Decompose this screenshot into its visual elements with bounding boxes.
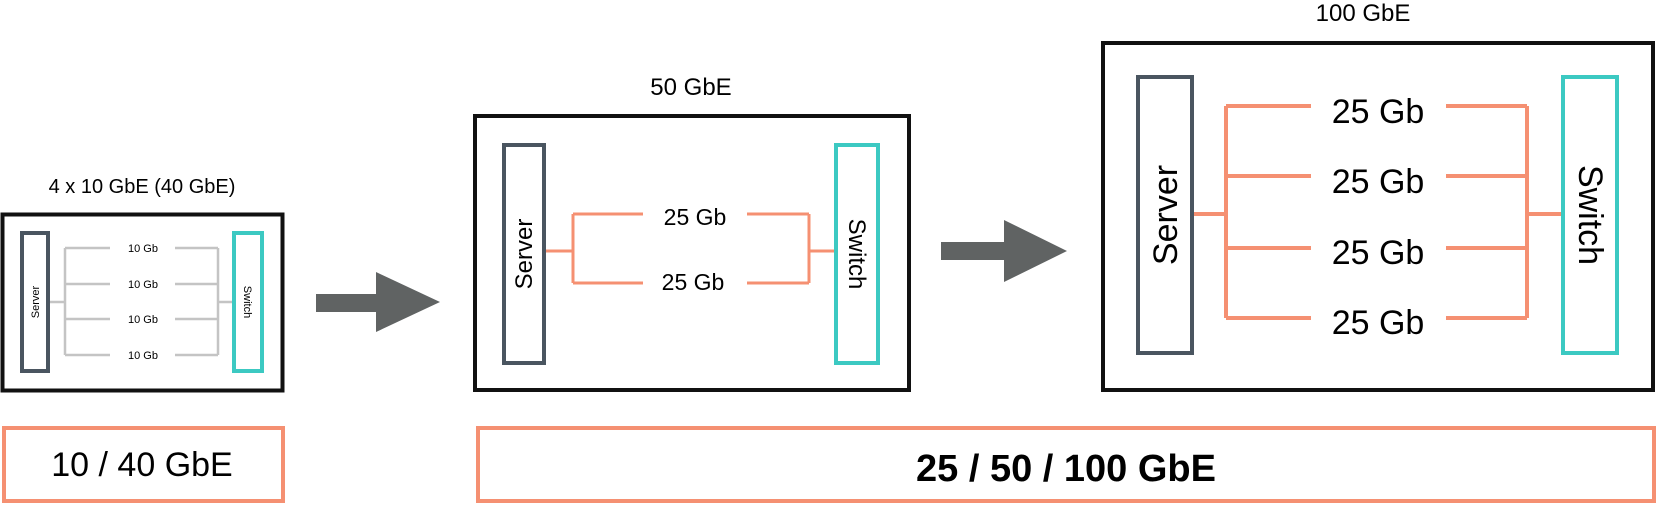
legacy-speed-label: 10 / 40 GbE	[2, 426, 285, 503]
right-arrow-icon	[316, 272, 440, 332]
switch-label: Switch	[241, 286, 253, 318]
link-label: 25 Gb	[1332, 234, 1425, 272]
switch-box	[834, 143, 880, 365]
legacy-speed-text: 10 / 40 GbE	[51, 446, 232, 484]
server-label: Server	[1147, 165, 1185, 265]
diagram-title: 50 GbE	[650, 74, 731, 101]
link-label: 25 Gb	[1332, 163, 1425, 201]
server-label: Server	[30, 285, 42, 318]
diagram-100gbe: 100 GbE 25 Gb 25 Gb 25 Gb 25 Gb Server S…	[1101, 0, 1655, 392]
diagram-frame	[0, 212, 285, 393]
link-label: 25 Gb	[1332, 304, 1425, 342]
label-box	[2, 426, 285, 503]
link-label: 25 Gb	[1332, 93, 1425, 131]
server-box	[20, 231, 50, 373]
modern-speed-text: 25 / 50 / 100 GbE	[916, 448, 1216, 490]
link-label: 10 Gb	[128, 243, 158, 255]
label-box	[476, 426, 1656, 503]
links-group	[1192, 104, 1563, 320]
modern-speed-label: 25 / 50 / 100 GbE	[476, 426, 1656, 503]
server-box	[1136, 75, 1194, 355]
diagram-title: 4 x 10 GbE (40 GbE)	[49, 176, 236, 198]
switch-box	[232, 231, 264, 373]
link-label: 25 Gb	[664, 204, 727, 230]
diagram-frame	[1101, 41, 1655, 392]
diagram-40gbe: 4 x 10 GbE (40 GbE) 10 Gb 10 Gb 10 Gb 10…	[0, 176, 285, 393]
right-arrow-icon	[941, 220, 1067, 282]
diagram-frame	[473, 114, 911, 392]
diagram-title: 100 GbE	[1316, 0, 1411, 27]
links-group	[544, 212, 836, 285]
switch-label: Switch	[843, 219, 870, 290]
link-label: 10 Gb	[128, 314, 158, 326]
switch-label: Switch	[1571, 165, 1609, 265]
link-label: 10 Gb	[128, 350, 158, 362]
link-label: 10 Gb	[128, 279, 158, 291]
switch-box	[1561, 75, 1619, 355]
links-group	[48, 246, 234, 357]
server-label: Server	[511, 219, 538, 290]
server-box	[502, 143, 546, 365]
link-label: 25 Gb	[662, 269, 725, 295]
diagram-50gbe: 50 GbE 25 Gb 25 Gb Server Switch	[473, 74, 911, 392]
